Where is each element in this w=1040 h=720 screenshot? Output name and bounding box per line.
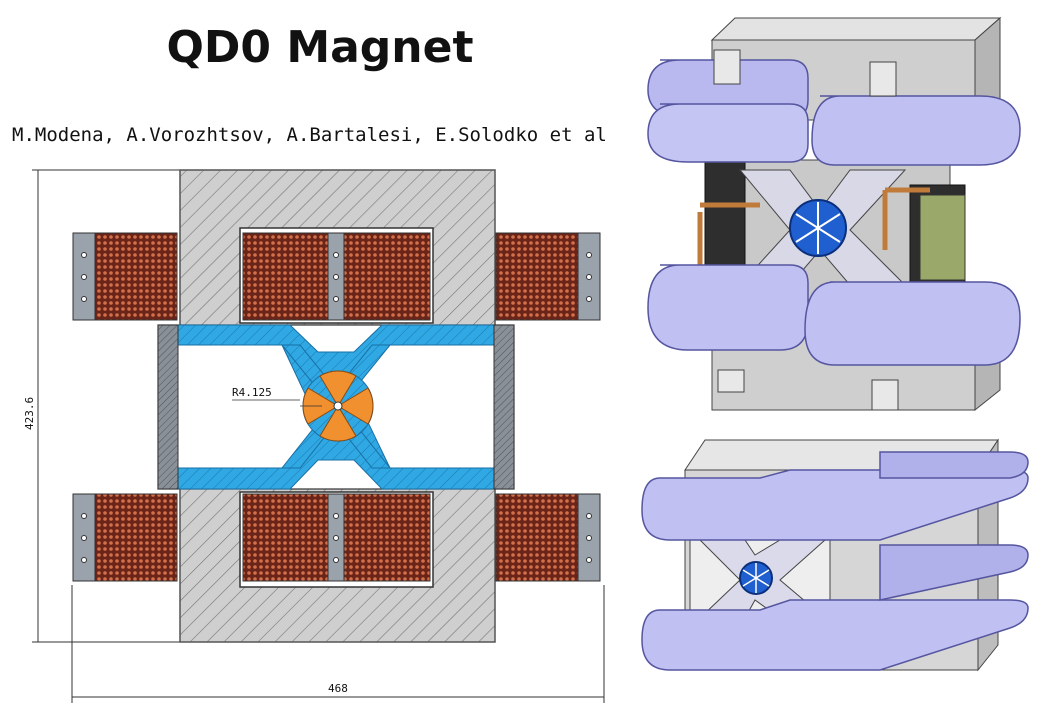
permanent-magnet-center — [300, 370, 374, 442]
authors-line: M.Modena, A.Vorozhtsov, A.Bartalesi, E.S… — [12, 124, 607, 146]
width-dimension — [71, 585, 605, 703]
height-dimension-label: 423.6 — [23, 397, 36, 430]
coil-top-left-outer — [72, 232, 178, 321]
coil-top-right-outer — [495, 232, 601, 321]
height-dimension — [32, 169, 180, 643]
coil-bottom-center — [242, 493, 431, 582]
coil-top-center — [242, 232, 431, 321]
width-dimension-label: 468 — [328, 682, 348, 695]
radius-label: R4.125 — [232, 386, 272, 399]
coil-bottom-right-outer — [495, 493, 601, 582]
magnet-render-open — [641, 438, 1029, 672]
cross-section-drawing: 423.6 468 — [23, 169, 605, 703]
coil-bottom-left-outer — [72, 493, 178, 582]
magnet-render-assembled — [647, 16, 1021, 412]
slide-title: QD0 Magnet — [166, 22, 474, 73]
